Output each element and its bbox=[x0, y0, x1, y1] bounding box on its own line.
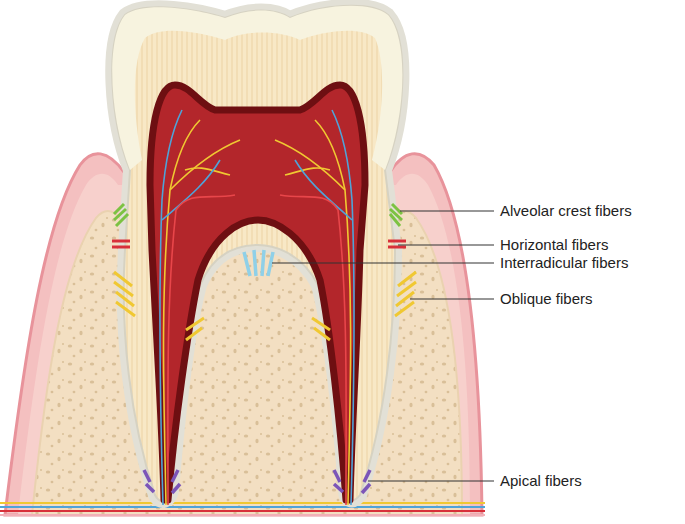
fiber-label: Interradicular fibers bbox=[500, 254, 628, 272]
fiber-label: Apical fibers bbox=[500, 472, 582, 490]
periodontal-ligament bbox=[112, 6, 402, 501]
tooth-dentin bbox=[112, 6, 402, 501]
oblique-fibers bbox=[114, 272, 416, 340]
vessels-bottom bbox=[0, 503, 485, 515]
leader-lines bbox=[272, 211, 494, 481]
horizontal-fibers bbox=[112, 241, 406, 247]
fiber-label: Alveolar crest fibers bbox=[500, 202, 632, 220]
fiber-label: Oblique fibers bbox=[500, 290, 593, 308]
apical-fibers bbox=[144, 470, 370, 493]
interradicular-fibers bbox=[244, 250, 273, 276]
pulp-vessels bbox=[160, 110, 354, 505]
alveolar-crest-fibers bbox=[114, 204, 402, 226]
fiber-label: Horizontal fibers bbox=[500, 236, 608, 254]
